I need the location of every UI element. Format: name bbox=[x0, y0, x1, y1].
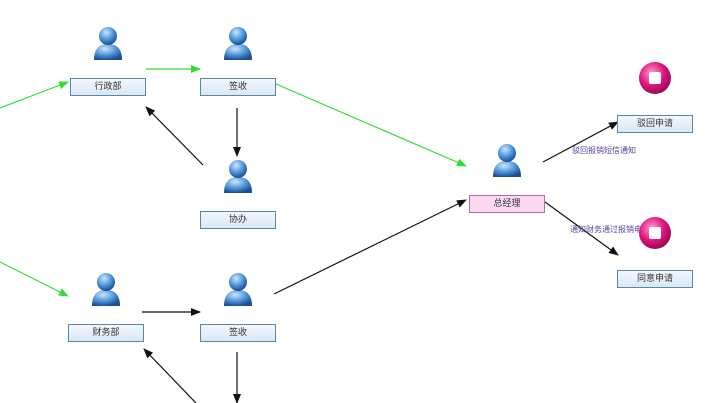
node-sign-top[interactable]: 签收 bbox=[200, 27, 276, 96]
edge-sign-to-gm-bottom[interactable] bbox=[273, 199, 467, 295]
node-approve[interactable]: 同意申请 bbox=[617, 217, 693, 288]
edge-gm-to-approve[interactable] bbox=[544, 201, 619, 256]
edge-label-reject-notice: 驳回报销短信通知 bbox=[572, 146, 636, 155]
stop-icon bbox=[639, 217, 671, 249]
person-icon bbox=[493, 144, 521, 177]
person-icon bbox=[224, 273, 252, 306]
node-finance-dept[interactable]: 财务部 bbox=[68, 273, 144, 342]
node-assist[interactable]: 协办 bbox=[200, 160, 276, 229]
edge-bottom-to-finance[interactable] bbox=[143, 348, 197, 403]
edge-sign-to-gm[interactable] bbox=[275, 83, 467, 167]
node-reject[interactable]: 驳回申请 bbox=[617, 62, 693, 133]
node-label: 财务部 bbox=[68, 324, 144, 342]
node-label: 驳回申请 bbox=[617, 115, 693, 133]
person-icon bbox=[94, 27, 122, 60]
node-label: 签收 bbox=[200, 324, 276, 342]
node-admin-dept[interactable]: 行政部 bbox=[70, 27, 146, 96]
node-label: 协办 bbox=[200, 211, 276, 229]
person-icon bbox=[224, 160, 252, 193]
node-general-manager[interactable]: 总经理 bbox=[469, 144, 545, 213]
node-sign-bottom[interactable]: 签收 bbox=[200, 273, 276, 342]
edge-assist-to-admin[interactable] bbox=[145, 106, 204, 166]
edge-gm-to-reject[interactable] bbox=[542, 121, 619, 163]
edge-start-to-finance[interactable] bbox=[0, 261, 69, 297]
edge-label-approve-notice: 通知财务通过报销申请 bbox=[570, 225, 650, 234]
node-label: 签收 bbox=[200, 78, 276, 96]
stop-icon bbox=[639, 62, 671, 94]
node-label: 同意申请 bbox=[617, 270, 693, 288]
person-icon bbox=[92, 273, 120, 306]
node-label: 总经理 bbox=[469, 195, 545, 213]
node-label: 行政部 bbox=[70, 78, 146, 96]
person-icon bbox=[224, 27, 252, 60]
edge-start-to-admin[interactable] bbox=[0, 81, 69, 109]
